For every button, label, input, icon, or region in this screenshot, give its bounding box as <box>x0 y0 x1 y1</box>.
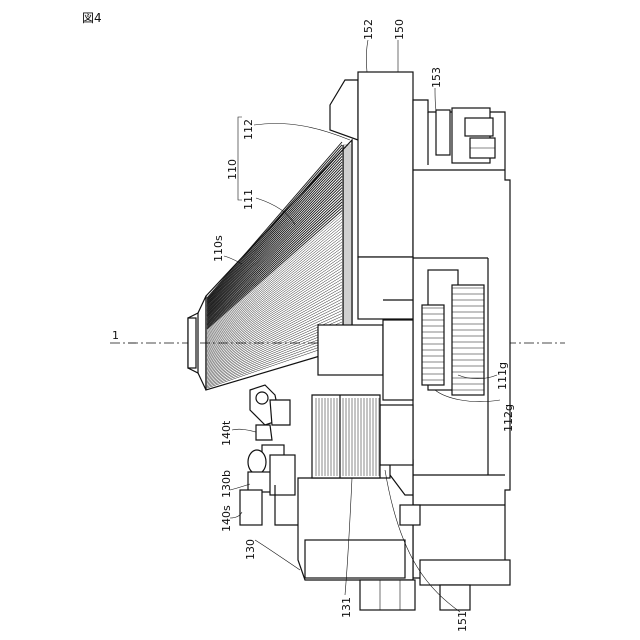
gear-assembly <box>422 270 484 395</box>
label-axis: 1 <box>112 329 119 342</box>
figure-title: 図4 <box>82 11 102 25</box>
bristle-line <box>207 165 342 308</box>
label-shaft-support: 140s <box>220 505 233 532</box>
label-brush-outer: 112 <box>242 119 255 140</box>
arm-assembly <box>240 385 298 525</box>
bristle-line <box>207 185 342 317</box>
bristle-line <box>207 162 342 307</box>
label-brush-inner: 111 <box>242 189 255 210</box>
bristle-line <box>207 159 342 306</box>
housing-top-block <box>358 72 413 257</box>
label-wall: 151 <box>456 611 469 632</box>
label-gear-outer: 111g <box>496 362 509 390</box>
gear-inner <box>422 305 444 385</box>
label-brush-surface: 110s <box>212 235 225 262</box>
label-arm: 130 <box>244 539 257 560</box>
label-housing: 150 <box>393 19 406 40</box>
label-bristle-block: 131 <box>340 597 353 618</box>
label-arm-bearing: 130b <box>220 470 233 498</box>
bristle-line <box>207 171 342 311</box>
bristle-line <box>207 176 342 313</box>
label-gear-inner: 112g <box>502 404 515 432</box>
label-housing-top: 152 <box>362 19 375 40</box>
label-bracket: 153 <box>430 67 443 88</box>
label-brush: 110 <box>226 159 239 180</box>
label-shaft-tip: 140t <box>220 420 233 446</box>
bracket-assembly <box>436 108 495 163</box>
bristle-line <box>207 191 342 320</box>
bristle-line <box>207 196 342 322</box>
bristle-block-group <box>312 395 380 478</box>
